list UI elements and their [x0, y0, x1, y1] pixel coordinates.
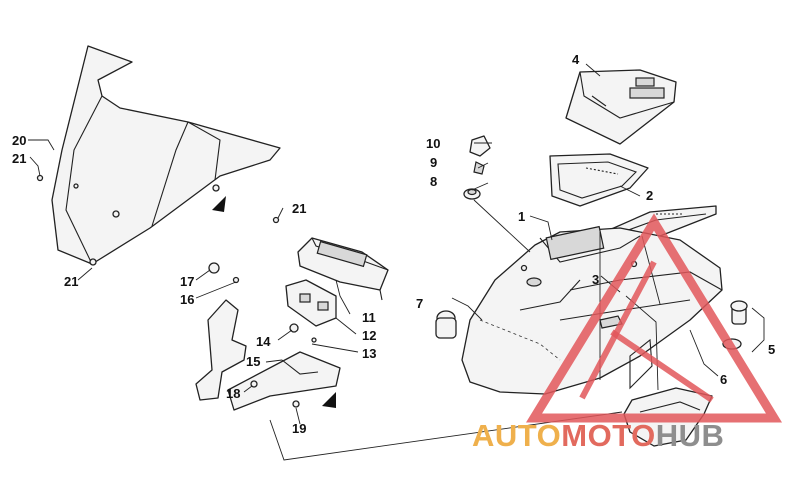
callout-21-left: 21: [12, 151, 26, 166]
callout-13: 13: [362, 346, 376, 361]
gauge-bracket: [285, 279, 337, 327]
lens-upper: [549, 153, 649, 207]
callout-labels: 1 2 3 4 5 6 7 8 9 10 11 12 13 14 15 16 1…: [12, 52, 775, 436]
callout-17: 17: [180, 274, 194, 289]
callout-3: 3: [592, 272, 599, 287]
watermark-text: AUTOMOTOHUB: [472, 418, 724, 454]
callout-11: 11: [362, 310, 376, 325]
callout-16: 16: [180, 292, 194, 307]
callout-7: 7: [416, 296, 423, 311]
callout-9: 9: [430, 155, 437, 170]
callout-14: 14: [256, 334, 271, 349]
callout-2: 2: [646, 188, 653, 203]
switch-assembly: [463, 135, 491, 200]
callout-18: 18: [226, 386, 240, 401]
watermark-hub: HUB: [655, 418, 725, 453]
hood-console: [461, 225, 723, 395]
callout-21-right: 21: [292, 201, 306, 216]
callout-10: 10: [426, 136, 440, 151]
callout-4: 4: [572, 52, 580, 67]
watermark-moto: MOTO: [561, 418, 656, 453]
watermark-auto: AUTO: [472, 418, 562, 453]
callout-5: 5: [768, 342, 775, 357]
callout-21-bottom: 21: [64, 274, 78, 289]
windshield-leaders: [28, 139, 284, 281]
mount-bracket: [195, 299, 341, 411]
callout-15: 15: [246, 354, 260, 369]
callout-20: 20: [12, 133, 26, 148]
callout-6: 6: [720, 372, 727, 387]
windshield: [36, 45, 281, 266]
upper-visor: [565, 69, 677, 145]
connector-7: [435, 297, 483, 339]
callout-12: 12: [362, 328, 376, 343]
watermark-logo: [525, 213, 783, 423]
callout-8: 8: [430, 174, 437, 189]
callout-1: 1: [518, 209, 525, 224]
gauge-assembly: [297, 237, 389, 301]
callout-19: 19: [292, 421, 306, 436]
